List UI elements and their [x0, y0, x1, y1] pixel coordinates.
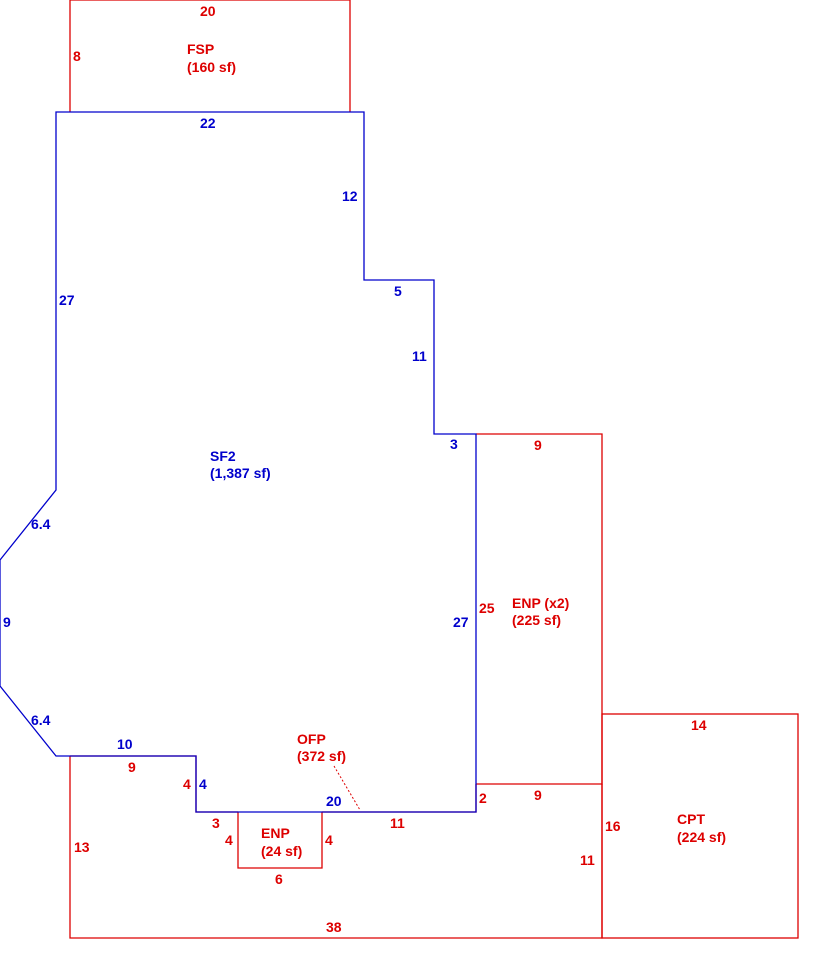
dim-cpt-top: 14 — [691, 717, 707, 733]
dim-sf2-diag-lower: 6.4 — [31, 712, 51, 728]
dim-sf2-top: 22 — [200, 115, 216, 131]
cpt-label: CPT — [677, 811, 705, 827]
dim-ofp-right-segment: 11 — [390, 815, 405, 831]
dim-ofp-bottom: 38 — [326, 919, 342, 935]
enp-x2-label: ENP (x2) — [512, 595, 569, 611]
dim-sf2-left-short: 9 — [3, 614, 11, 630]
dim-ofp-drop: 4 — [183, 776, 191, 792]
cpt-area: (224 sf) — [677, 829, 726, 845]
ofp-label: OFP — [297, 731, 326, 747]
dim-sf2-step2: 3 — [450, 436, 458, 452]
enp-small-area: (24 sf) — [261, 843, 302, 859]
enp-x2-area: (225 sf) — [512, 612, 561, 628]
ofp-outline-bottom — [69, 756, 603, 939]
dim-sf2-step: 5 — [394, 283, 402, 299]
dim-cpt-side: 16 — [605, 818, 621, 834]
fsp-outline — [69, 0, 351, 112]
dim-sf2-diag-upper: 6.4 — [31, 516, 51, 532]
dim-sf2-bottom: 20 — [326, 793, 342, 809]
enp-small-label: ENP — [261, 825, 290, 841]
dim-sf2-step-down: 11 — [412, 348, 427, 364]
dim-ofp-right: 11 — [580, 852, 595, 868]
dim-sf2-left: 27 — [59, 292, 75, 308]
sf2-label: SF2 — [210, 448, 236, 464]
dim-fsp-top: 20 — [200, 3, 216, 19]
ofp-outline — [70, 755, 238, 813]
dim-sf2-notch-right: 12 — [342, 188, 358, 204]
fsp-area: (160 sf) — [187, 59, 236, 75]
dim-enp-side-left: 4 — [225, 832, 233, 848]
dim-sf2-bottom-left: 10 — [117, 736, 133, 752]
dim-ofp-step: 3 — [212, 815, 220, 831]
enp-x2-outline — [476, 433, 603, 785]
sf2-area: (1,387 sf) — [210, 465, 271, 481]
dim-enp2-bottom: 9 — [534, 787, 542, 803]
dim-enp2-side: 25 — [479, 600, 495, 616]
dim-sf2-right: 27 — [453, 614, 469, 630]
enp-small-outline — [237, 812, 323, 869]
dim-enp-side-right: 4 — [325, 832, 333, 848]
fsp-label: FSP — [187, 41, 214, 57]
ofp-leader — [333, 765, 361, 811]
dim-ofp-top-left: 9 — [128, 759, 136, 775]
dim-ofp-left: 13 — [74, 839, 90, 855]
ofp-outline-right — [322, 784, 477, 813]
dim-enp-bottom: 6 — [275, 871, 283, 887]
dim-fsp-side: 8 — [73, 48, 81, 64]
dim-sf2-notch-drop: 4 — [199, 776, 207, 792]
sf2-outline — [0, 111, 477, 813]
dim-enp2-bottom-drop: 2 — [479, 790, 487, 806]
ofp-area: (372 sf) — [297, 748, 346, 764]
dim-enp2-top: 9 — [534, 437, 542, 453]
